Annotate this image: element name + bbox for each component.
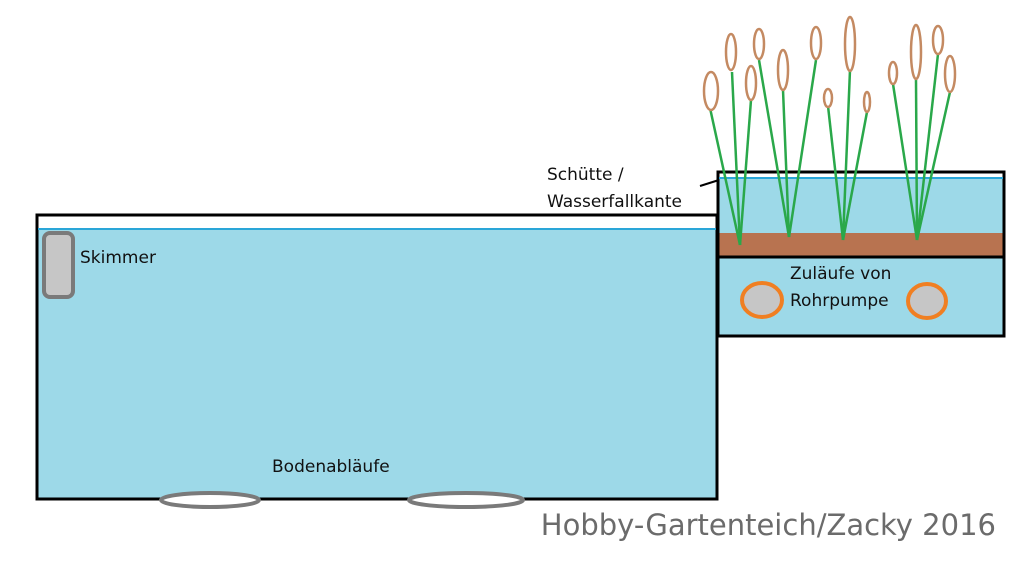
- reed-heads: [702, 15, 957, 114]
- reed-stems: [708, 53, 952, 246]
- pump-inlets-label-line1: Zuläufe von: [790, 264, 892, 284]
- skimmer-label: Skimmer: [80, 248, 156, 268]
- pump-inlet-right: [906, 282, 948, 320]
- bottom-drains-label: Bodenabläufe: [272, 457, 390, 477]
- bottom-drain-left: [159, 491, 261, 509]
- pump-inlet-left: [740, 281, 784, 319]
- filter-substrate: [718, 233, 1004, 257]
- pond-water: [37, 229, 717, 499]
- filter-trench: [716, 170, 1006, 338]
- skimmer-box: [42, 231, 75, 299]
- watermark: Hobby-Gartenteich/Zacky 2016: [540, 508, 996, 542]
- bottom-drain-right: [407, 491, 525, 509]
- pond-basin: [35, 213, 719, 501]
- chute-label-line2: Wasserfallkante: [547, 192, 683, 212]
- chute-label-line1: Schütte /: [547, 165, 624, 185]
- pump-inlets-label-line2: Rohrpumpe: [790, 291, 889, 311]
- chute-leader-line: [699, 179, 720, 187]
